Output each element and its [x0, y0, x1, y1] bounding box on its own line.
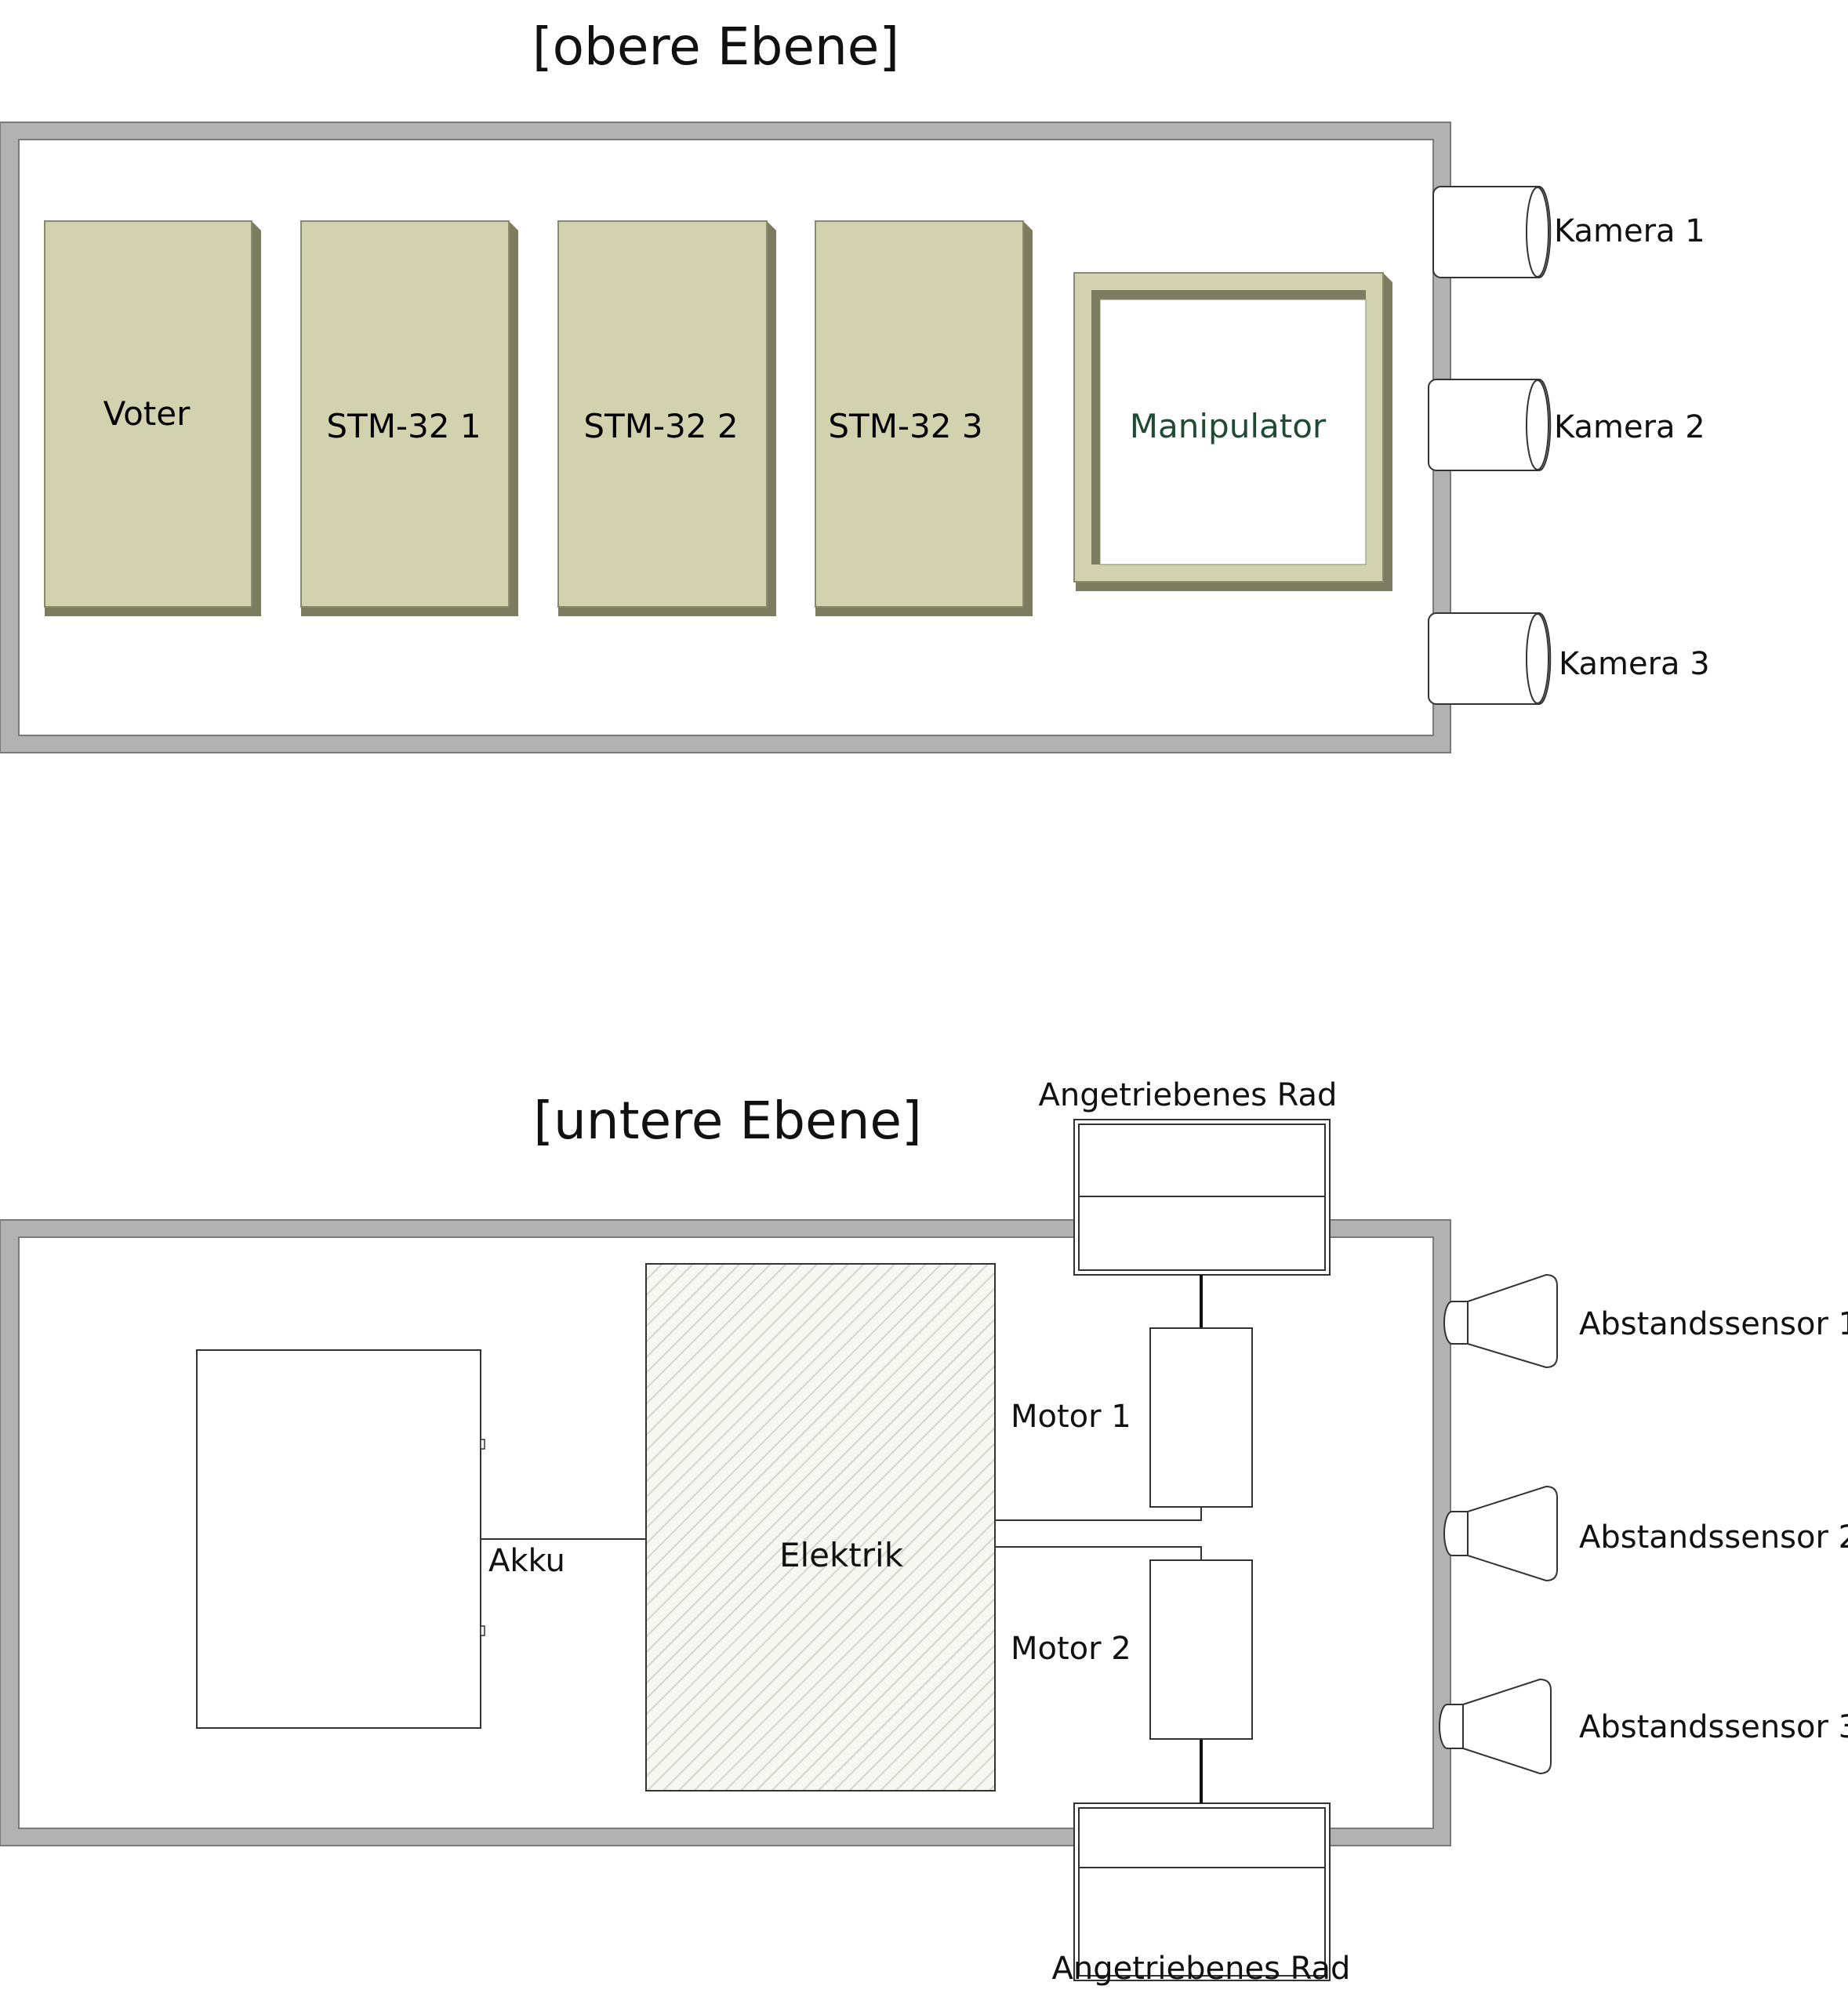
camera-3-label: Kamera 3: [1559, 646, 1710, 682]
stm32-3-module: STM-32 3: [815, 220, 1033, 616]
stm32-1-module: STM-32 1: [300, 220, 518, 616]
distance-sensor-2-label: Abstandssensor 2: [1579, 1519, 1848, 1556]
manipulator-label: Manipulator: [1130, 407, 1327, 445]
manipulator-module: Manipulator: [1073, 272, 1392, 591]
lower-level-title: [untere Ebene]: [533, 1091, 922, 1151]
battery-box: [196, 1349, 485, 1729]
electrics-box: [645, 1263, 996, 1792]
camera-1-label: Kamera 1: [1554, 213, 1705, 249]
stm32-2-label: STM-32 2: [583, 407, 738, 445]
battery-label: Akku: [488, 1543, 565, 1579]
driven-wheel-top: [1073, 1119, 1331, 1276]
distance-sensor-3-label: Abstandssensor 3: [1579, 1709, 1848, 1745]
distance-sensor-3: [1439, 1678, 1552, 1775]
stm32-1-label: STM-32 1: [326, 407, 481, 445]
wheel-bottom-label: Angetriebenes Rad: [1052, 1951, 1351, 1987]
upper-level-title: [obere Ebene]: [532, 16, 899, 77]
motor-1: [1149, 1327, 1253, 1508]
voter-module: Voter: [44, 220, 261, 616]
motor-2-label: Motor 2: [1011, 1631, 1131, 1667]
voter-label: Voter: [103, 394, 191, 433]
camera-1: [1432, 186, 1552, 278]
camera-2: [1428, 379, 1552, 471]
wiring: [481, 1507, 1202, 1560]
wheel-top-label: Angetriebenes Rad: [1039, 1077, 1338, 1113]
camera-3: [1428, 612, 1552, 705]
camera-2-label: Kamera 2: [1554, 409, 1705, 445]
stm32-2-module: STM-32 2: [557, 220, 776, 616]
distance-sensor-1-label: Abstandssensor 1: [1579, 1306, 1848, 1342]
distance-sensor-2: [1443, 1485, 1558, 1582]
electrics-label: Elektrik: [779, 1536, 904, 1574]
motor-2: [1149, 1559, 1253, 1740]
motor-1-label: Motor 1: [1011, 1399, 1131, 1435]
stm32-3-label: STM-32 3: [828, 407, 982, 445]
distance-sensor-1: [1443, 1273, 1558, 1369]
